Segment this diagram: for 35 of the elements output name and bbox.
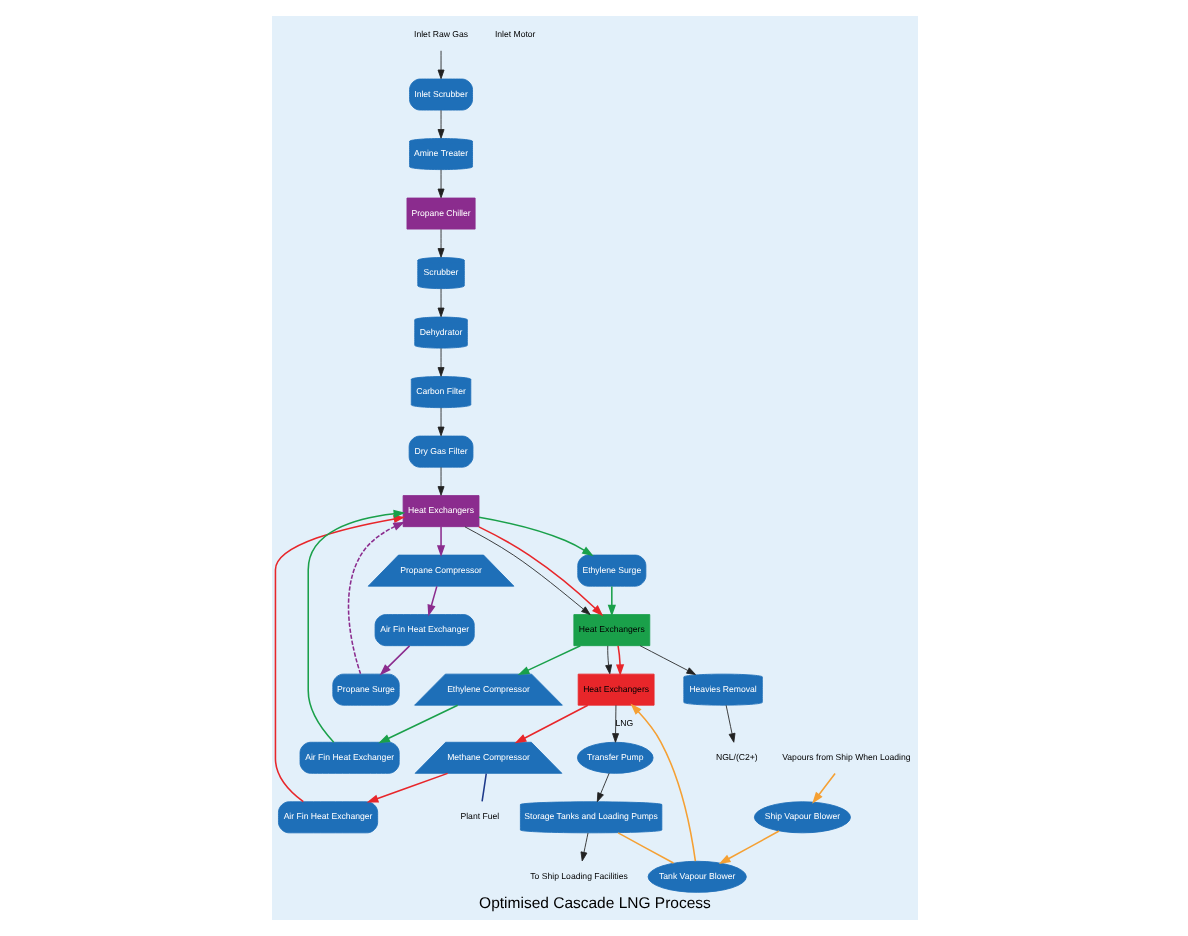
arrow (306, 509, 405, 743)
arrow (436, 109, 444, 139)
arrow (378, 645, 410, 676)
arrow (604, 645, 612, 675)
arrow (377, 704, 458, 744)
arrow (436, 466, 444, 496)
arrow (606, 585, 615, 617)
arrow (595, 772, 609, 803)
arrow (426, 585, 437, 617)
arrow (579, 832, 588, 862)
arrow (614, 645, 624, 677)
arrow (273, 515, 405, 803)
arrow (365, 772, 448, 803)
arrow (516, 644, 581, 676)
arrow (477, 526, 603, 617)
arrow (436, 407, 444, 437)
arrow (717, 830, 779, 865)
arrow (436, 347, 444, 377)
arrow (477, 516, 593, 557)
connector (616, 832, 674, 864)
arrow (436, 228, 444, 258)
arrow (463, 526, 590, 616)
arrow (436, 50, 444, 80)
arrow (513, 704, 588, 744)
connector (480, 772, 487, 803)
arrow (435, 526, 445, 558)
arrow (436, 288, 444, 318)
arrow (811, 772, 835, 804)
arrow (724, 704, 735, 743)
arrow (611, 704, 618, 743)
arrow (436, 169, 444, 199)
diagram-title: Optimised Cascade LNG Process (478, 894, 710, 913)
arrow (629, 703, 696, 862)
arrow (638, 645, 695, 675)
arrow (346, 521, 405, 675)
